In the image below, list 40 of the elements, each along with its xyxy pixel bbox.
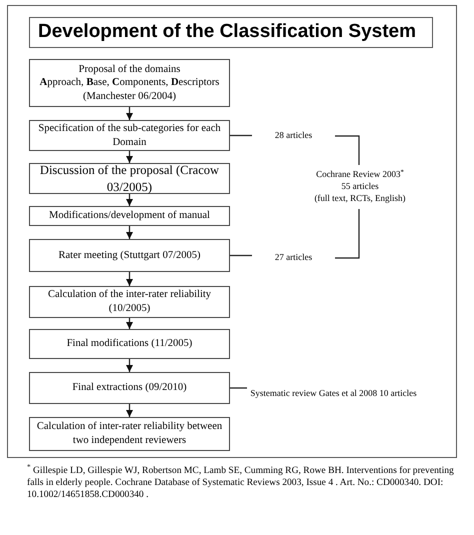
connector-line xyxy=(335,135,360,165)
box-text: Proposal of the domains xyxy=(78,62,180,76)
process-box xyxy=(29,120,230,151)
connector-line xyxy=(335,209,360,259)
arrow xyxy=(126,226,133,239)
arrow xyxy=(126,107,133,120)
box-text: Discussion of the proposal (Cracow 03/2005) xyxy=(38,162,220,195)
box-text: Final modifications (11/2005) xyxy=(66,337,192,351)
arrow xyxy=(126,318,133,329)
title-box: Development of the Classification System xyxy=(29,17,433,48)
arrow xyxy=(126,151,133,163)
annotation-text: Systematic review Gates et al 2008 10 articles xyxy=(250,388,417,400)
connector-line xyxy=(230,254,252,256)
box-text: Approach, Base, Components, Descriptors xyxy=(40,76,220,90)
box-text: Specification of the sub-categories for each Domain xyxy=(37,122,222,150)
box-text: Calculation of inter-rater reliability between two independent reviewers xyxy=(36,420,224,448)
process-box xyxy=(29,286,230,318)
arrow xyxy=(126,272,133,286)
process-box xyxy=(29,239,230,272)
box-text: Final extractions (09/2010) xyxy=(72,381,187,395)
arrow xyxy=(126,404,133,417)
arrow xyxy=(126,194,133,206)
connector-line xyxy=(230,387,247,389)
annotation-text: 55 articles xyxy=(341,181,379,193)
annotation-text: 28 articles xyxy=(274,130,312,142)
process-box xyxy=(29,372,230,404)
process-box xyxy=(29,59,230,107)
process-box xyxy=(29,329,230,359)
annotation-text: (full text, RCTs, English) xyxy=(314,192,406,205)
annotation-text: 27 articles xyxy=(274,252,312,264)
box-text: Rater meeting (Stuttgart 07/2005) xyxy=(58,248,200,262)
box-text: Modifications/development of manual xyxy=(49,209,210,223)
footnote: $^{*}$ Gillespie LD, Gillespie WJ, Robertson MC, Lamb SE, Cumming RG, Rowe BH. Interventions for preventing falls in elderly people. Cochrane Database of Systematic Reviews 2003, Issue 4 . Art. No.: CD000340. DOI: 10.1002/14651858.CD000340 . xyxy=(27,465,455,501)
arrow xyxy=(126,359,133,372)
box-text: (Manchester 06/2004) xyxy=(82,90,176,104)
process-box xyxy=(29,417,230,451)
process-box xyxy=(29,206,230,226)
box-text: Calculation of the inter-rater reliability (10/2005) xyxy=(46,288,212,316)
annotation-text: Cochrane Review 2003$^{*}$ xyxy=(316,169,404,182)
connector-line xyxy=(230,134,252,136)
